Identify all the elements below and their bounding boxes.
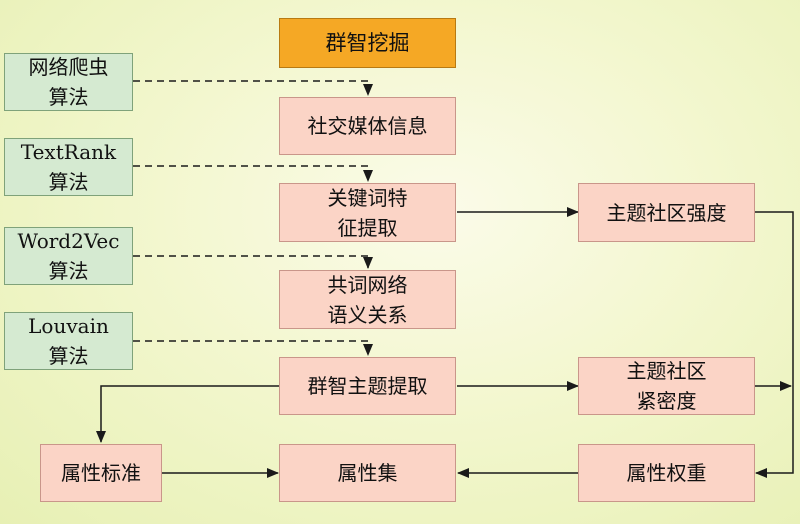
dashed-link-crawler bbox=[133, 80, 373, 96]
dashed-link-word2vec bbox=[133, 255, 373, 269]
node-keyword-extraction: 关键词特 征提取 bbox=[279, 183, 456, 242]
node-attribute-set: 属性集 bbox=[279, 444, 456, 502]
arrow-strength-to-weight bbox=[755, 211, 794, 478]
algo-word2vec: Word2Vec 算法 bbox=[4, 227, 133, 285]
algo-textrank: TextRank 算法 bbox=[4, 138, 133, 196]
algo-web-crawler: 网络爬虫 算法 bbox=[4, 53, 133, 111]
node-topic-community-strength: 主题社区强度 bbox=[578, 183, 755, 242]
algo-louvain: Louvain 算法 bbox=[4, 312, 133, 370]
node-topic-community-compactness: 主题社区 紧密度 bbox=[578, 357, 755, 415]
dashed-link-louvain bbox=[133, 340, 373, 356]
node-crowd-mining: 群智挖掘 bbox=[279, 18, 456, 68]
arrow-topic-to-standard bbox=[96, 385, 279, 443]
node-social-media-info: 社交媒体信息 bbox=[279, 97, 456, 155]
dashed-link-textrank bbox=[133, 165, 373, 182]
node-cooccurrence-semantics: 共词网络 语义关系 bbox=[279, 270, 456, 329]
node-attribute-weight: 属性权重 bbox=[578, 444, 755, 502]
node-attribute-standard: 属性标准 bbox=[40, 444, 162, 502]
node-crowd-topic-extraction: 群智主题提取 bbox=[279, 357, 456, 415]
